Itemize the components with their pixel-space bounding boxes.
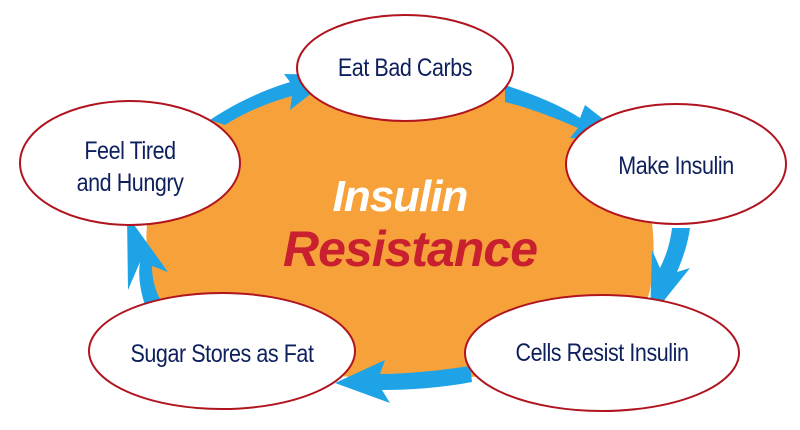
node-make-insulin-shape (565, 103, 787, 225)
node-cells-resist-insulin-label: Cells Resist Insulin (515, 339, 689, 367)
node-feel-tired-and-hungry-shape (19, 100, 241, 226)
center-title-line2: Resistance (282, 221, 538, 277)
node-sugar-stores-as-fat-label: Sugar Stores as Fat (130, 340, 314, 368)
node-eat-bad-carbs-label: Eat Bad Carbs (337, 54, 473, 82)
arrow-sugar-stores-to-feel-tired-icon (127, 215, 168, 305)
node-make-insulin-label: Make Insulin (618, 152, 734, 180)
center-title-line1: Insulin (332, 172, 469, 221)
node-feel-tired-and-hungry-label: Feel Tired and Hungry (76, 137, 184, 197)
node-sugar-stores-as-fat-shape (88, 292, 356, 410)
arrow-cells-resist-to-sugar-stores-icon (335, 360, 472, 403)
arrow-make-insulin-to-cells-resist-icon (650, 228, 690, 318)
node-cells-resist-insulin-shape (464, 294, 740, 412)
node-eat-bad-carbs-shape (296, 14, 514, 122)
